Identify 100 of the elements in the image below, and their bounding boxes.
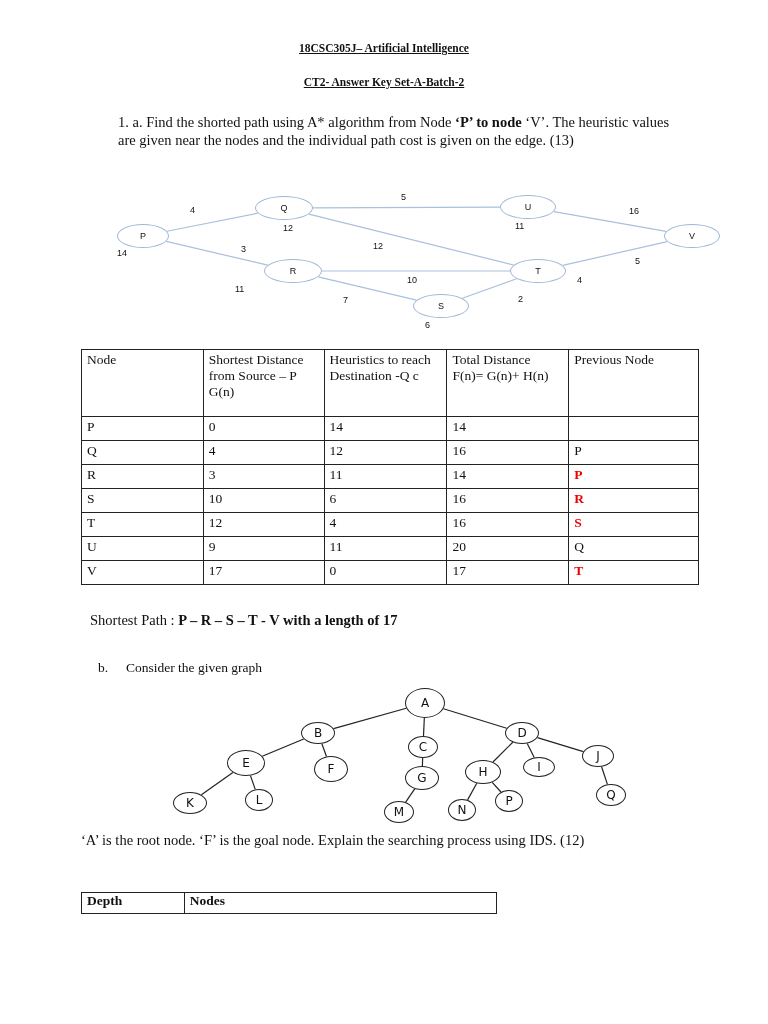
graph-node: T bbox=[510, 259, 566, 283]
edge-label: 4 bbox=[190, 205, 195, 215]
table-cell: V bbox=[81, 560, 204, 585]
table-cell: 3 bbox=[203, 464, 325, 489]
edge-line bbox=[249, 775, 256, 790]
table-cell: Q bbox=[81, 440, 204, 465]
edge-line bbox=[166, 212, 259, 232]
header-cell: Previous Node bbox=[568, 349, 699, 417]
tree-node: D bbox=[505, 722, 539, 744]
table-cell: U bbox=[81, 536, 204, 561]
edge-label: 10 bbox=[407, 275, 417, 285]
tree-node: J bbox=[582, 745, 614, 767]
edge-line bbox=[312, 206, 501, 209]
table-cell: 17 bbox=[203, 560, 325, 585]
edge-line bbox=[261, 738, 305, 757]
tree-node: G bbox=[405, 766, 439, 790]
edge-label: 16 bbox=[629, 206, 639, 216]
tree-node: B bbox=[301, 722, 335, 744]
tree-node: H bbox=[465, 760, 501, 784]
heuristic-value: 6 bbox=[425, 320, 430, 330]
edge-line bbox=[562, 241, 668, 266]
table-cell: 4 bbox=[324, 512, 447, 537]
heuristic-value: 12 bbox=[283, 223, 293, 233]
table-cell: T bbox=[81, 512, 204, 537]
tree-node: E bbox=[227, 750, 265, 776]
question-text: 1. a. Find the shorted path using A* algorithm from Node ‘P’ to node ‘V’. The heuristic values are given near the nodes and the individual path cost is given on the edge. (13) bbox=[118, 113, 671, 149]
edge-line bbox=[491, 781, 502, 793]
edge-label: 12 bbox=[373, 241, 383, 251]
table-cell: 0 bbox=[324, 560, 447, 585]
header-cell: Total Distance F(n)= G(n)+ H(n) bbox=[446, 349, 569, 417]
edge-line bbox=[321, 743, 328, 758]
table-cell: S bbox=[568, 512, 699, 537]
question-text: Consider the given graph bbox=[126, 660, 263, 676]
header-cell: Heuristics to reach Destination -Q c bbox=[324, 349, 447, 417]
edge-label: 2 bbox=[518, 294, 523, 304]
table-cell: 16 bbox=[446, 440, 569, 465]
graph-node: V bbox=[664, 224, 720, 248]
table-cell: 12 bbox=[203, 512, 325, 537]
heading: 18CSC305J– Artificial Intelligence bbox=[298, 42, 470, 54]
table-cell: Q bbox=[568, 536, 699, 561]
edge-line bbox=[321, 270, 511, 272]
header-cell: Nodes bbox=[184, 892, 497, 914]
table-cell: 14 bbox=[446, 464, 569, 489]
table-cell: 12 bbox=[324, 440, 447, 465]
edge-line bbox=[466, 782, 478, 801]
edge-label: 3 bbox=[241, 244, 246, 254]
edge-label: 5 bbox=[635, 256, 640, 266]
table-cell: 4 bbox=[203, 440, 325, 465]
question-text: ‘A’ is the root node. ‘F’ is the goal node. Explain the searching process using IDS. (12) bbox=[81, 832, 585, 849]
graph-node: R bbox=[264, 259, 322, 283]
table-cell: 17 bbox=[446, 560, 569, 585]
edge-line bbox=[333, 707, 407, 730]
edge-label: 5 bbox=[401, 192, 406, 202]
table-cell: 10 bbox=[203, 488, 325, 513]
table-cell: P bbox=[81, 416, 204, 441]
table-cell: T bbox=[568, 560, 699, 585]
graph-node: U bbox=[500, 195, 556, 219]
header-cell: Node bbox=[81, 349, 204, 417]
list-marker: b. bbox=[98, 660, 109, 676]
table-cell: 20 bbox=[446, 536, 569, 561]
heuristic-value: 11 bbox=[235, 284, 245, 294]
table-cell: R bbox=[81, 464, 204, 489]
edge-line bbox=[461, 278, 518, 299]
table-cell: 6 bbox=[324, 488, 447, 513]
edge-line bbox=[442, 708, 508, 729]
edge-line bbox=[492, 741, 514, 763]
header-cell: Depth bbox=[81, 892, 185, 914]
graph-node: S bbox=[413, 294, 469, 318]
result-text: Shortest Path : P – R – S – T - V with a length of 17 bbox=[90, 612, 398, 629]
graph-node: Q bbox=[255, 196, 313, 220]
table-cell: 11 bbox=[324, 536, 447, 561]
edge-line bbox=[422, 717, 425, 737]
heuristic-value: 14 bbox=[117, 248, 127, 258]
table-cell: 14 bbox=[446, 416, 569, 441]
edge-line bbox=[421, 757, 424, 767]
tree-node: I bbox=[523, 757, 555, 777]
table-cell: 11 bbox=[324, 464, 447, 489]
table-cell: P bbox=[568, 464, 699, 489]
heuristic-value: 11 bbox=[515, 221, 525, 231]
edge-line bbox=[405, 788, 416, 803]
edge-line bbox=[536, 737, 584, 753]
tree-node: P bbox=[495, 790, 523, 812]
table-cell: 0 bbox=[203, 416, 325, 441]
edge-line bbox=[200, 771, 234, 796]
tree-node: Q bbox=[596, 784, 626, 806]
heuristic-value: 4 bbox=[577, 275, 582, 285]
tree-node: N bbox=[448, 799, 476, 821]
subheading: CT2- Answer Key Set-A-Batch-2 bbox=[302, 76, 466, 88]
table-cell: S bbox=[81, 488, 204, 513]
tree-node: C bbox=[408, 736, 438, 758]
tree-node: F bbox=[314, 756, 348, 782]
header-cell: Shortest Distance from Source – P G(n) bbox=[203, 349, 325, 417]
tree-node: M bbox=[384, 801, 414, 823]
graph-node: P bbox=[117, 224, 169, 248]
table-cell: P bbox=[568, 440, 699, 465]
table-cell: 16 bbox=[446, 512, 569, 537]
tree-node: L bbox=[245, 789, 273, 811]
edge-line bbox=[526, 742, 535, 759]
tree-node: K bbox=[173, 792, 207, 814]
edge-label: 7 bbox=[343, 295, 348, 305]
